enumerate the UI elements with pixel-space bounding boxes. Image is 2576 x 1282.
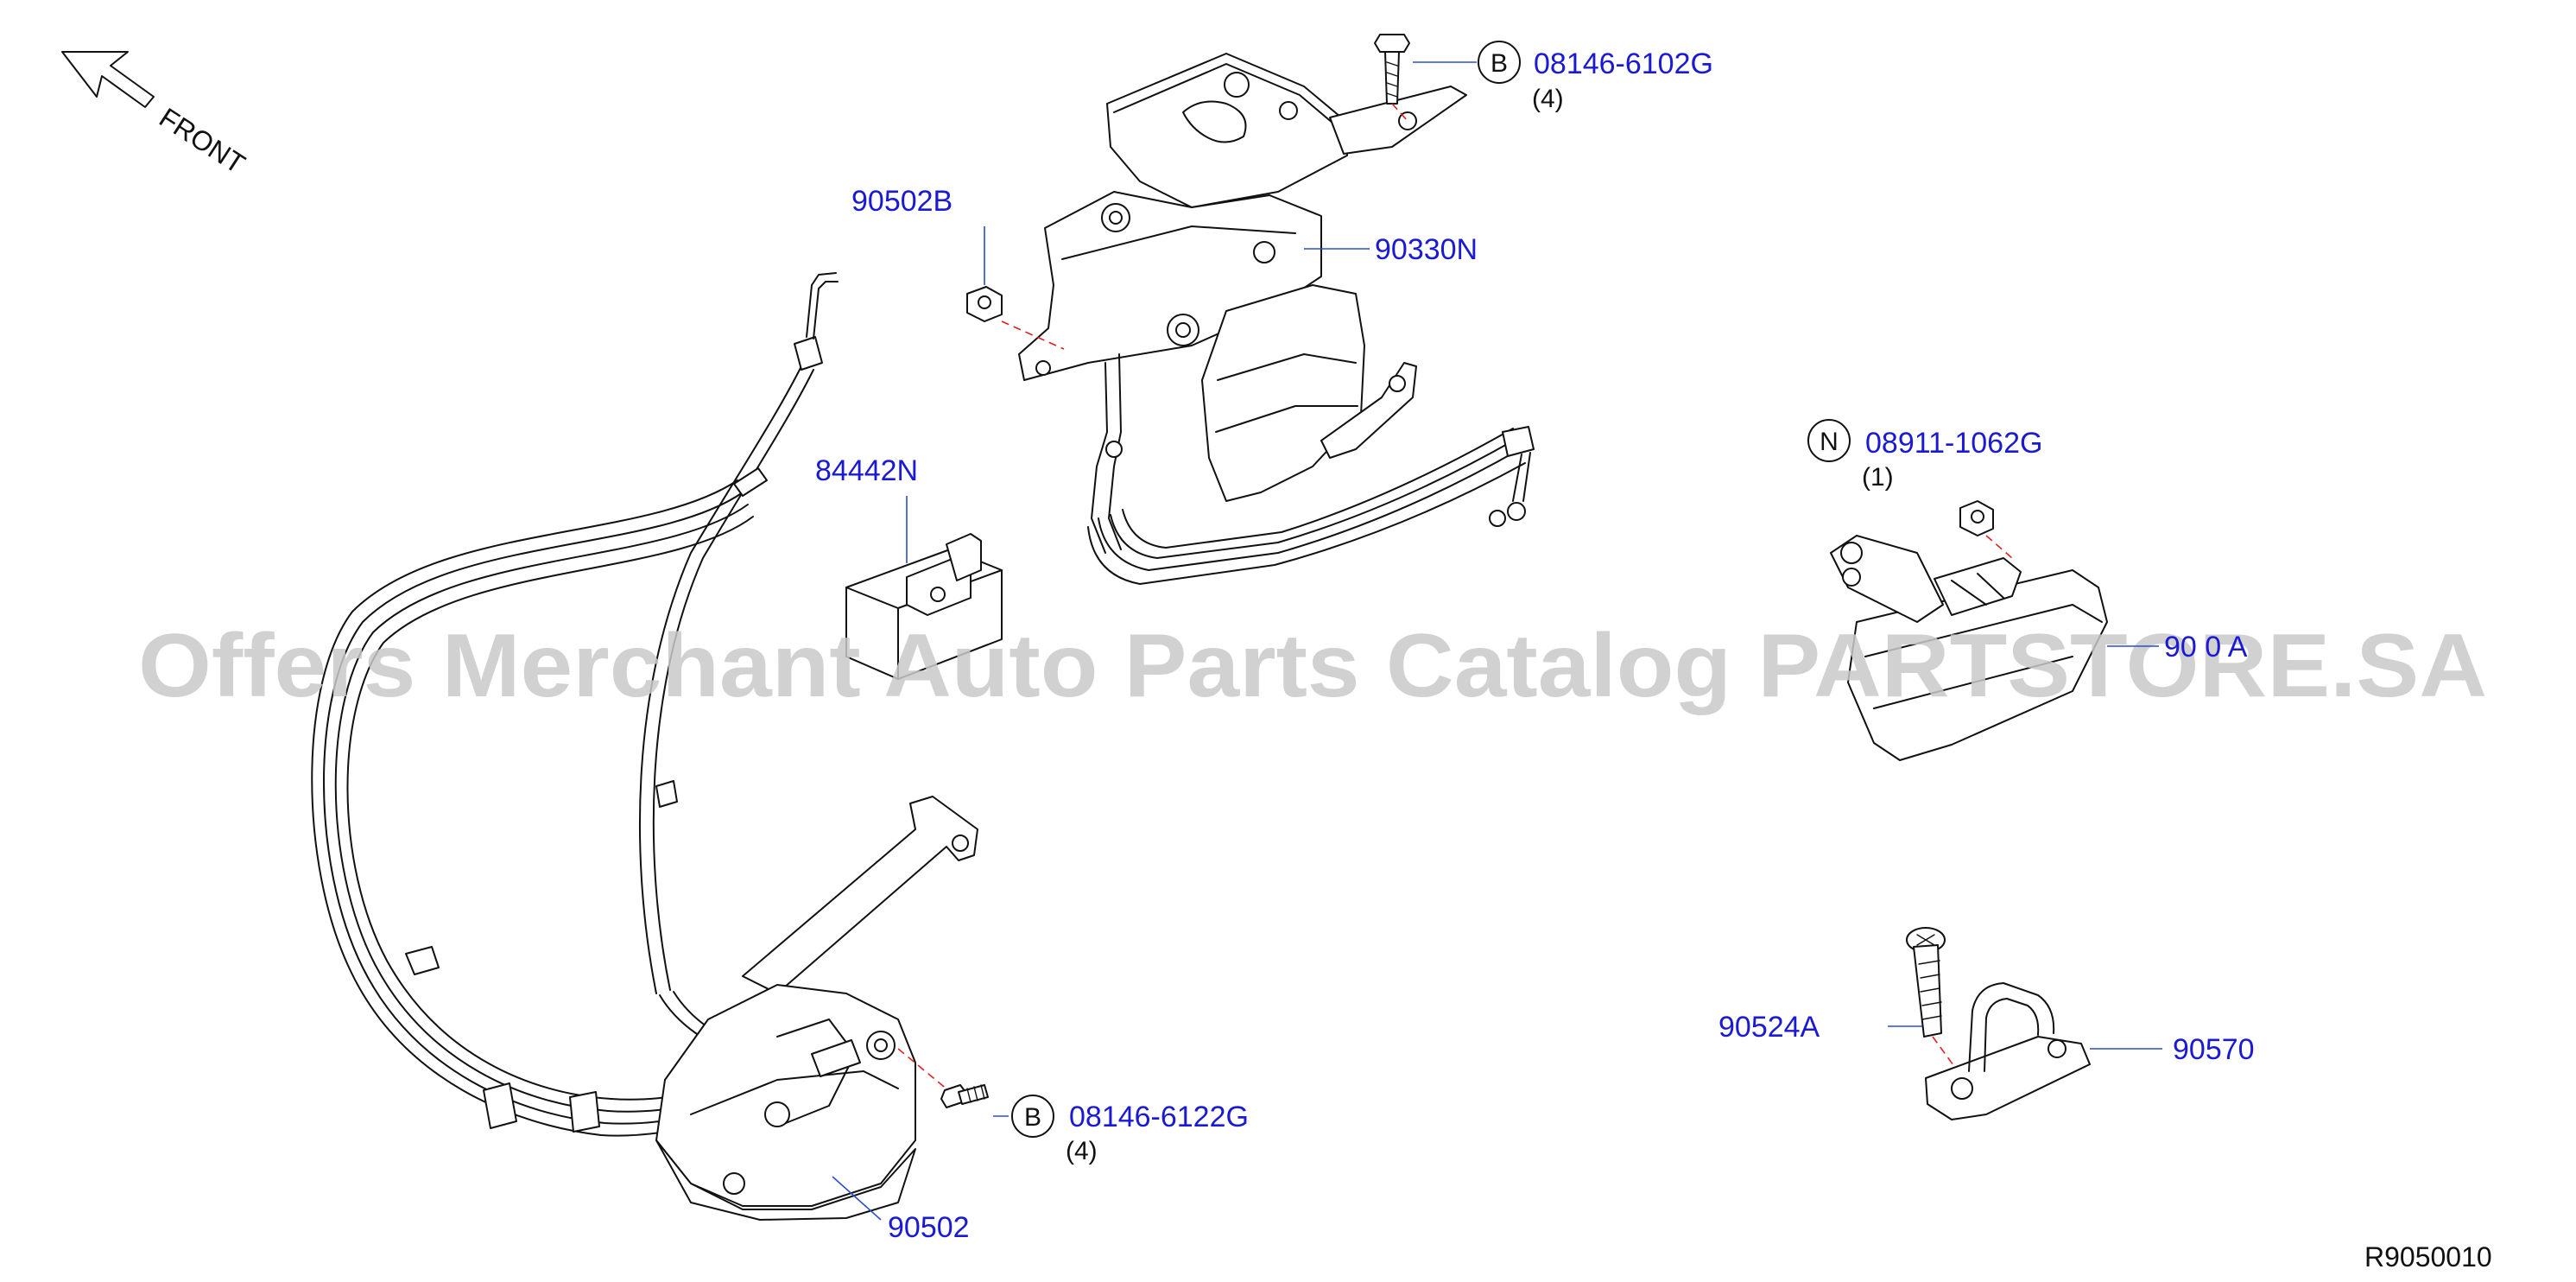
diagram-reference: R9050010 [2364,1241,2492,1272]
nut-90502b[interactable] [966,286,1003,322]
nut-right-code-circle [1807,419,1851,462]
bolt-top-code-circle [1478,41,1521,84]
screw-label[interactable]: 90524A [1718,1011,1820,1044]
nut-right-dash [1985,535,2013,559]
bolt-top-dash [1391,103,1408,122]
handle-90606ha[interactable] [1830,535,2108,761]
upper-latch-label[interactable]: 90330N [1375,233,1478,266]
bolt-bottom[interactable] [940,1084,989,1108]
bolt-top-part-number[interactable]: 08146-6102G [1534,48,1713,80]
nut-right[interactable] [1959,500,1994,536]
front-arrow-icon [61,51,155,108]
nut-90502b-dash [1001,320,1065,350]
bolt-top-code: B [1491,49,1508,78]
upper-latch-assembly[interactable] [1018,53,1535,585]
actuator-84442n[interactable] [845,533,1003,680]
front-label: FRONT [154,102,250,180]
bolt-top[interactable] [1374,34,1410,105]
nut-right-part-number[interactable]: 08911-1062G [1865,427,2042,460]
nut-90502b-label[interactable]: 90502B [851,185,953,218]
lower-lock-leader [832,1176,882,1221]
actuator-label[interactable]: 84442N [815,454,918,487]
striker-90570[interactable] [1925,982,2091,1120]
handle-label[interactable]: 90 0 A [2164,631,2248,663]
bolt-bottom-code-circle [1011,1095,1054,1138]
nut-right-code: N [1820,428,1839,456]
lower-lock-label[interactable]: 90502 [888,1211,970,1244]
watermark: Offers Merchant Auto Parts Catalog PARTS… [138,616,2487,716]
lower-lock-90502[interactable] [655,796,978,1221]
nut-right-quantity: (1) [1862,463,1894,492]
bolt-bottom-quantity: (4) [1066,1137,1098,1165]
bolt-bottom-part-number[interactable]: 08146-6122G [1069,1101,1249,1133]
bolt-bottom-code: B [1024,1103,1041,1132]
bolt-top-quantity: (4) [1532,85,1564,113]
striker-label[interactable]: 90570 [2173,1033,2255,1066]
bolt-bottom-dash [897,1048,949,1091]
screw-90524a[interactable] [1906,927,1946,1038]
